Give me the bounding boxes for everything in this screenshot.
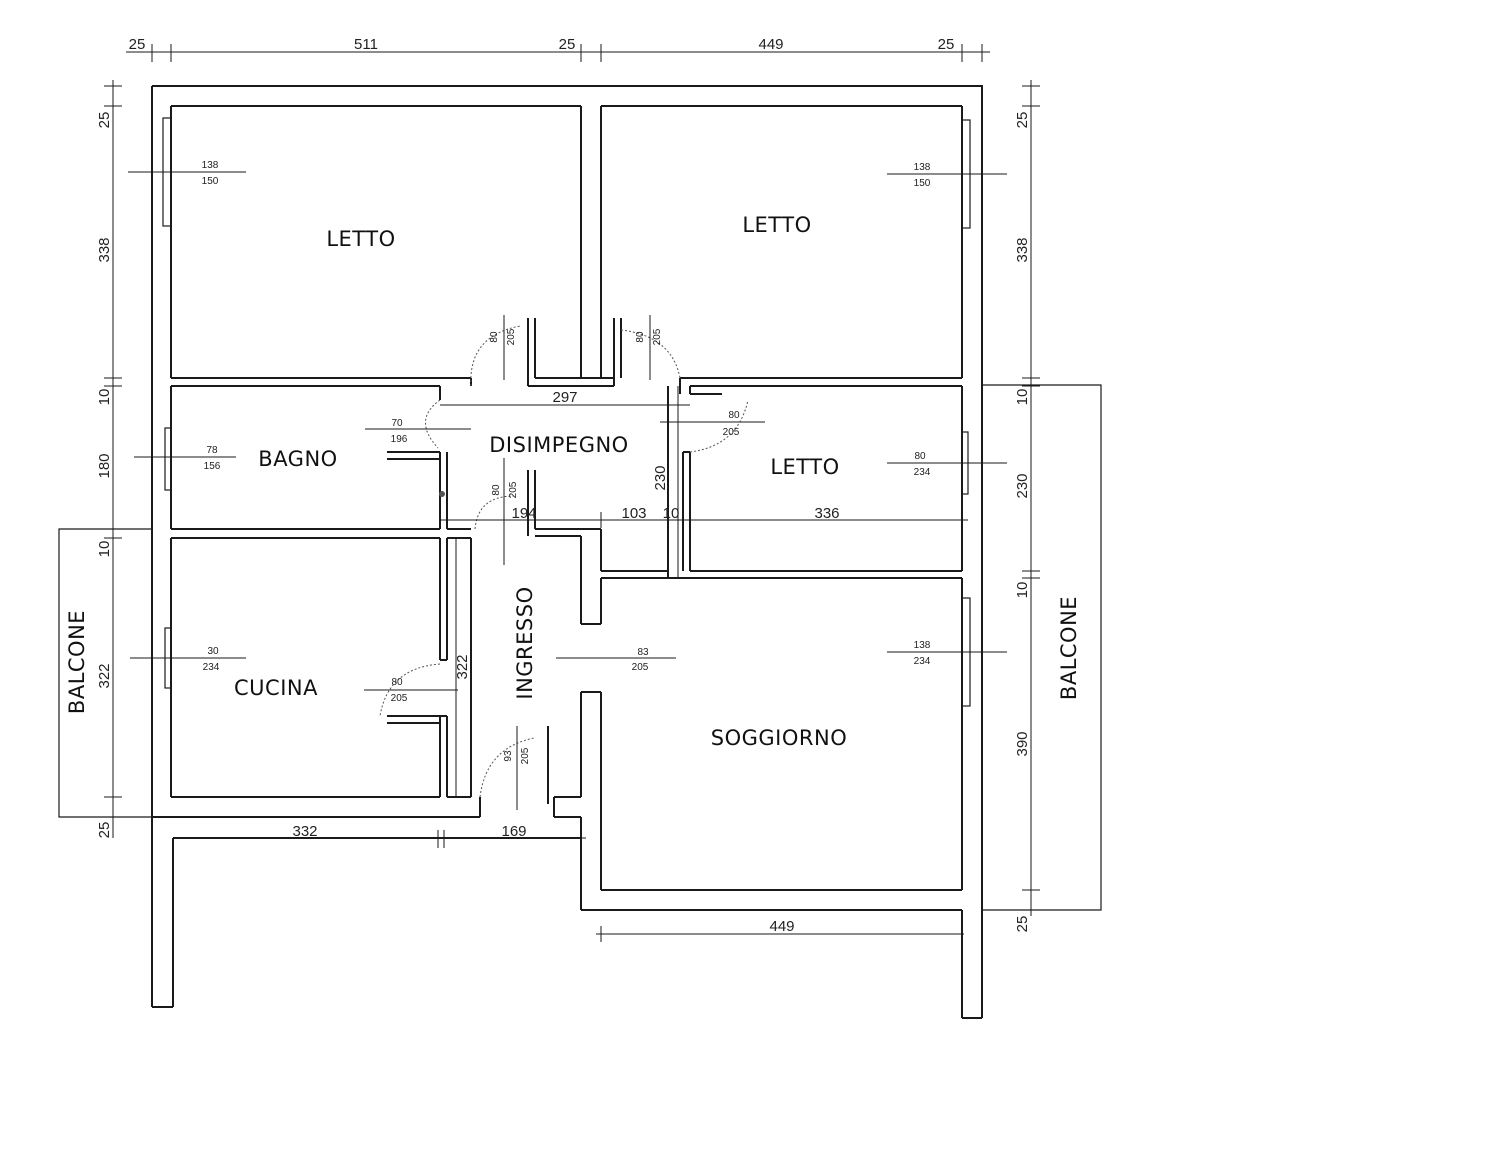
dim-inner-103: 103 xyxy=(621,505,646,522)
door-bagno-top: 70 xyxy=(391,418,403,429)
dim-inner-322: 322 xyxy=(454,654,471,679)
dim-left-338: 338 xyxy=(96,237,113,262)
room-balcone-e: BALCONE xyxy=(1057,596,1081,700)
door-swings xyxy=(379,325,749,798)
dimension-labels: 25 511 25 449 25 25 338 10 180 10 322 25… xyxy=(96,36,1031,935)
dim-top-511: 511 xyxy=(354,36,378,53)
dim-inner-297: 297 xyxy=(552,389,577,406)
balcone-e-outline xyxy=(982,384,1102,911)
door-disimpegno-top: 80 xyxy=(491,484,502,496)
dim-right-230: 230 xyxy=(1014,473,1031,498)
win-soggiorno-top: 138 xyxy=(914,640,931,651)
dim-right-10b: 10 xyxy=(1014,582,1031,599)
win-bagno-top: 78 xyxy=(206,445,218,456)
door-letto-e-bottom: 205 xyxy=(723,427,740,438)
door-disimpegno-bottom: 205 xyxy=(508,481,519,498)
dim-bottom-169: 169 xyxy=(501,823,526,840)
win-letto-ne-top: 138 xyxy=(914,162,931,173)
room-disimpegno: DISIMPEGNO xyxy=(489,433,628,457)
opening-labels: 138 150 138 150 78 156 80 234 30 234 138… xyxy=(202,160,931,764)
dim-left-25: 25 xyxy=(96,112,113,129)
door-letto-nw-top: 80 xyxy=(489,331,500,343)
room-labels: LETTO LETTO LETTO BAGNO DISIMPEGNO CUCIN… xyxy=(65,213,1081,750)
dim-top-25b: 25 xyxy=(559,36,576,53)
door-ingresso-top: 93 xyxy=(503,750,514,762)
win-letto-ne-bottom: 150 xyxy=(914,178,931,189)
dim-left-10a: 10 xyxy=(96,389,113,406)
room-soggiorno: SOGGIORNO xyxy=(711,726,847,750)
room-ingresso: INGRESSO xyxy=(513,586,537,699)
dim-right-390: 390 xyxy=(1014,731,1031,756)
room-letto-e: LETTO xyxy=(770,455,839,479)
dim-left-10b: 10 xyxy=(96,541,113,558)
door-bagno-bottom: 196 xyxy=(391,434,408,445)
dim-left-322: 322 xyxy=(96,663,113,688)
dim-inner-336: 336 xyxy=(814,505,839,522)
window-bagno xyxy=(164,427,172,491)
dim-bottom-449: 449 xyxy=(769,918,794,935)
dimension-lines xyxy=(104,44,1040,942)
door-ingresso-bottom: 205 xyxy=(520,747,531,764)
door-soggiorno-bottom: 205 xyxy=(632,662,649,673)
door-handle-icon xyxy=(439,491,445,497)
win-soggiorno-bottom: 234 xyxy=(914,656,931,667)
door-cucina-bottom: 205 xyxy=(391,693,408,704)
door-letto-ne-bottom: 205 xyxy=(652,328,663,345)
room-balcone-w: BALCONE xyxy=(65,610,89,714)
dim-left-180: 180 xyxy=(96,453,113,478)
dim-right-338: 338 xyxy=(1014,237,1031,262)
win-letto-nw-top: 138 xyxy=(202,160,219,171)
dim-bottom-332: 332 xyxy=(292,823,317,840)
walls xyxy=(151,85,983,1019)
dim-right-25b: 25 xyxy=(1014,916,1031,933)
door-cucina-top: 80 xyxy=(391,677,403,688)
win-cucina-bottom: 234 xyxy=(203,662,220,673)
windows xyxy=(162,117,971,707)
dim-right-25: 25 xyxy=(1014,112,1031,129)
outer-wall-top xyxy=(151,85,983,1007)
room-letto-nw: LETTO xyxy=(326,227,395,251)
dim-inner-230: 230 xyxy=(652,465,669,490)
door-soggiorno-top: 83 xyxy=(637,647,649,658)
dim-right-10a: 10 xyxy=(1014,389,1031,406)
door-letto-ne-top: 80 xyxy=(635,331,646,343)
win-letto-e-bottom: 234 xyxy=(914,467,931,478)
dim-inner-10: 10 xyxy=(663,505,680,522)
dim-inner-194: 194 xyxy=(511,505,536,522)
dim-top-449: 449 xyxy=(758,36,783,53)
dim-left-25b: 25 xyxy=(96,822,113,839)
dim-top-25a: 25 xyxy=(129,36,146,53)
win-cucina-top: 30 xyxy=(207,646,219,657)
room-cucina: CUCINA xyxy=(234,676,318,700)
room-bagno: BAGNO xyxy=(258,447,337,471)
room-letto-ne: LETTO xyxy=(742,213,811,237)
dim-top-25c: 25 xyxy=(938,36,955,53)
door-letto-nw-bottom: 205 xyxy=(506,328,517,345)
win-bagno-bottom: 156 xyxy=(204,461,221,472)
win-letto-e-top: 80 xyxy=(914,451,926,462)
door-letto-e-top: 80 xyxy=(728,410,740,421)
win-letto-nw-bottom: 150 xyxy=(202,176,219,187)
